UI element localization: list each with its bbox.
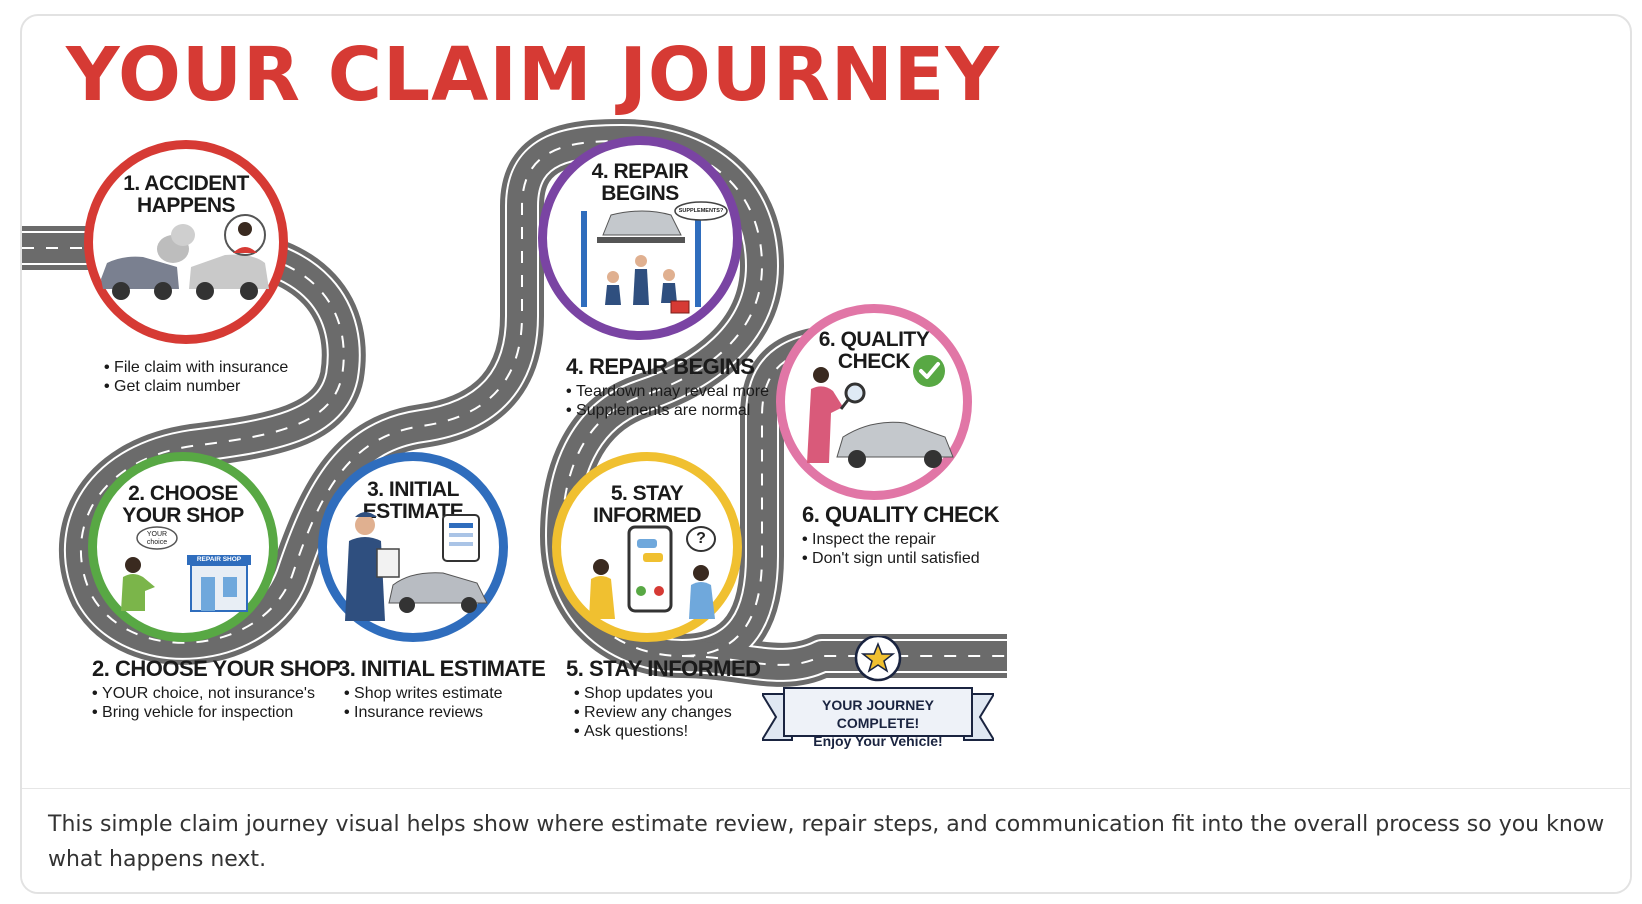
- image-caption: This simple claim journey visual helps s…: [48, 812, 1605, 872]
- stage-4-heading: 4. REPAIR BEGINS: [566, 354, 755, 379]
- people-icon: [589, 559, 715, 619]
- banner-shape: [760, 687, 996, 741]
- stage-1-circle-label: 1. ACCIDENT HAPPENS: [123, 172, 249, 217]
- stage-3-bullets: Shop writes estimate Insurance reviews: [338, 684, 545, 722]
- bullet: Shop updates you: [574, 684, 761, 703]
- stage-2-heading: 2. CHOOSE YOUR SHOP: [92, 656, 341, 681]
- claim-journey-infographic: YOUR CLAIM JOURNEY 1. ACCIDENT HAPPENS: [22, 16, 1630, 786]
- tablet-estimate-icon: [442, 514, 480, 562]
- stage-5-info: 5. STAY INFORMED Shop updates you Review…: [566, 656, 761, 741]
- stage-4-circle: 4. REPAIR BEGINS: [538, 136, 742, 340]
- bullet: Don't sign until satisfied: [802, 549, 999, 568]
- stage-2-circle-label: 2. CHOOSE YOUR SHOP: [122, 482, 244, 527]
- stage-5-circle: 5. STAY INFORMED ?: [552, 452, 742, 642]
- bullet: Teardown may reveal more: [566, 382, 769, 401]
- stage-2-info: 2. CHOOSE YOUR SHOP YOUR choice, not ins…: [92, 656, 341, 722]
- stage-5-bullets: Shop updates you Review any changes Ask …: [566, 684, 761, 741]
- stage-1-info: File claim with insurance Get claim numb…: [104, 356, 288, 396]
- bullet: Supplements are normal: [566, 401, 769, 420]
- car-icon: [836, 421, 954, 468]
- stage-6-info: 6. QUALITY CHECK Inspect the repair Don'…: [802, 502, 999, 568]
- caption-area: This simple claim journey visual helps s…: [22, 788, 1630, 892]
- mechanics-icon: [605, 255, 677, 305]
- stage-3-circle: 3. INITIAL ESTIMATE: [318, 452, 508, 642]
- stage-1-circle: 1. ACCIDENT HAPPENS: [84, 140, 288, 344]
- bullet: Ask questions!: [574, 722, 761, 741]
- question-mark-text: ?: [696, 530, 706, 547]
- image-card: YOUR CLAIM JOURNEY 1. ACCIDENT HAPPENS: [20, 14, 1632, 894]
- repair-shop-icon: [187, 555, 251, 612]
- bullet: Bring vehicle for inspection: [92, 703, 340, 722]
- check-icon: [913, 355, 945, 387]
- bullet: Insurance reviews: [344, 703, 545, 722]
- bullet: YOUR choice, not insurance's: [92, 684, 340, 703]
- stage-3-info: 3. INITIAL ESTIMATE Shop writes estimate…: [338, 656, 546, 722]
- stage-6-circle: 6. QUALITY CHECK: [776, 304, 972, 500]
- stage-2-circle: 2. CHOOSE YOUR SHOP YOUR choice REPAIR S…: [88, 452, 278, 642]
- stage-4-info: 4. REPAIR BEGINS Teardown may reveal mor…: [566, 354, 769, 420]
- question-bubble-icon: [686, 526, 716, 552]
- smartphone-chat-icon: [627, 525, 673, 613]
- stage-3-circle-label: 3. INITIAL ESTIMATE: [362, 478, 464, 523]
- person-on-phone-icon: [224, 214, 266, 256]
- supplements-bubble-text: SUPPLEMENTS?: [678, 208, 724, 214]
- star-icon: [854, 636, 902, 682]
- car-on-lift-icon: [581, 210, 701, 307]
- page-title: YOUR CLAIM JOURNEY: [66, 32, 1000, 118]
- stage-2-bullets: YOUR choice, not insurance's Bring vehic…: [92, 684, 340, 722]
- journey-complete-text: YOUR JOURNEY COMPLETE! Enjoy Your Vehicl…: [813, 697, 943, 749]
- stage-6-bullets: Inspect the repair Don't sign until sati…: [802, 530, 999, 568]
- bullet: Inspect the repair: [802, 530, 999, 549]
- stage-4-circle-label: 4. REPAIR BEGINS: [591, 160, 689, 205]
- bullet: File claim with insurance: [104, 358, 288, 377]
- toolbox-icon: [670, 300, 690, 314]
- bullet: Shop writes estimate: [344, 684, 545, 703]
- bullet: Review any changes: [574, 703, 761, 722]
- stage-6-heading: 6. QUALITY CHECK: [802, 502, 999, 527]
- car-icon: [388, 572, 488, 613]
- inspector-magnifier-icon: [807, 367, 866, 463]
- shop-sign-text: REPAIR SHOP: [196, 556, 242, 563]
- stage-1-bullets: File claim with insurance Get claim numb…: [104, 358, 288, 396]
- stage-6-circle-label: 6. QUALITY CHECK: [818, 328, 930, 373]
- stage-5-circle-label: 5. STAY INFORMED: [593, 482, 702, 527]
- choice-bubble-text: YOUR choice: [146, 531, 168, 546]
- crashed-cars-icon: [101, 224, 269, 300]
- speech-bubble-icon: [674, 201, 728, 221]
- stage-4-bullets: Teardown may reveal more Supplements are…: [566, 382, 769, 420]
- stage-5-heading: 5. STAY INFORMED: [566, 656, 761, 681]
- person-pointing-icon: [121, 526, 178, 611]
- bullet: Get claim number: [104, 377, 288, 396]
- stage-3-heading: 3. INITIAL ESTIMATE: [338, 656, 546, 681]
- journey-complete-banner: YOUR JOURNEY COMPLETE! Enjoy Your Vehicl…: [760, 636, 996, 754]
- mechanic-clipboard-icon: [345, 512, 400, 621]
